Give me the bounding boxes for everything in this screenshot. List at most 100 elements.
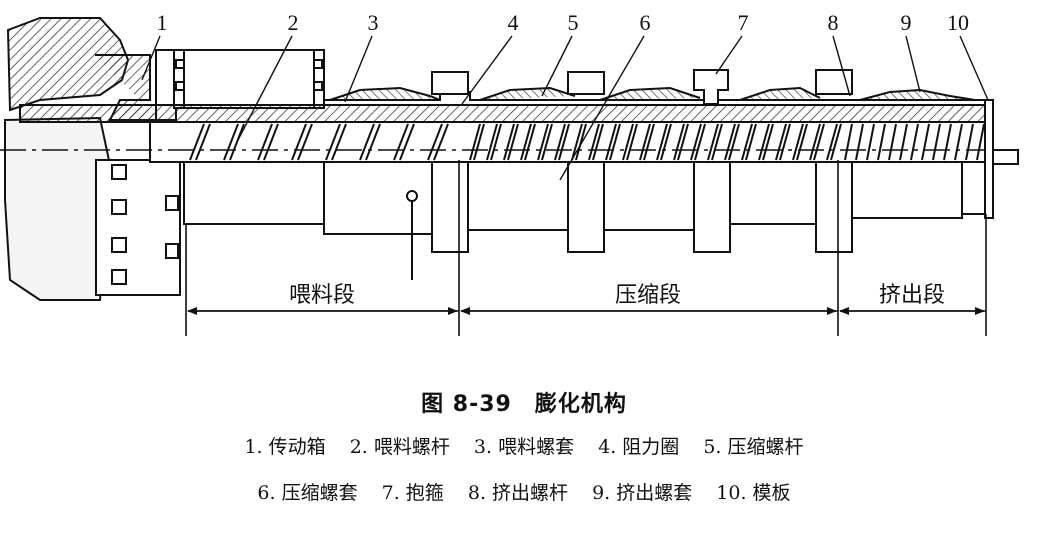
screw-flight <box>571 123 583 161</box>
legend-item-compression-sleeve: 6. 压缩螺套 <box>257 482 358 504</box>
callout-8: 8 <box>828 10 839 35</box>
screw-flight <box>826 123 838 161</box>
screw-flight <box>745 123 757 161</box>
legend-row-1: 1. 传动箱 2. 喂料螺杆 3. 喂料螺套 4. 阻力圈 5. 压缩螺杆 <box>0 432 1048 459</box>
screw-flight <box>257 123 273 161</box>
screw-flight <box>427 123 443 161</box>
screw-flight <box>433 123 449 161</box>
callout-6: 6 <box>640 10 651 35</box>
screw-flight <box>690 123 702 161</box>
screw-flight <box>223 123 239 161</box>
legend-item-compression-screw: 5. 压缩螺杆 <box>703 436 804 458</box>
screw-flight <box>291 123 307 161</box>
barrel-sleeves <box>19 86 986 123</box>
screw-flight <box>503 123 515 161</box>
lower-sleeves <box>183 161 986 280</box>
legend-item-clamp: 7. 抱箍 <box>381 482 444 504</box>
screw-flight <box>263 123 279 161</box>
section-dimension-lines <box>185 160 987 336</box>
callout-1: 1 <box>157 10 168 35</box>
screw-flight <box>524 123 536 161</box>
screw-flight <box>677 123 689 161</box>
screw-flight <box>393 123 409 161</box>
screw-flight <box>365 123 381 161</box>
screw-flight <box>855 123 864 161</box>
screw-flight <box>331 123 347 161</box>
screw-flight <box>943 123 952 161</box>
screw-flight <box>779 123 791 161</box>
legend-item-resistance-ring: 4. 阻力圈 <box>598 436 680 458</box>
screw-flight <box>694 123 706 161</box>
screw-flight <box>921 123 930 161</box>
screw-flight <box>626 123 638 161</box>
clamp-rings <box>431 69 853 105</box>
screw-flight <box>910 123 919 161</box>
screw-flight <box>588 123 600 161</box>
screw-flight <box>899 123 908 161</box>
screw-flight <box>622 123 634 161</box>
callout-4: 4 <box>508 10 519 35</box>
screw-flight <box>656 123 668 161</box>
callout-9: 9 <box>901 10 912 35</box>
extruder-cross-section-diagram: 喂料段 压缩段 挤出段 1 2 3 4 5 6 7 8 9 10 <box>0 10 1019 336</box>
screw-flight <box>399 123 415 161</box>
legend-item-feed-screw: 2. 喂料螺杆 <box>349 436 450 458</box>
screw-flight <box>639 123 651 161</box>
screw-flight <box>813 123 825 161</box>
screw-flight <box>473 123 485 161</box>
screw-flight <box>507 123 519 161</box>
screw-flight <box>724 123 736 161</box>
feed-hopper <box>173 49 325 109</box>
screw-flight <box>486 123 498 161</box>
screw-flight <box>537 123 549 161</box>
screw-flight <box>325 123 341 161</box>
screw-flight <box>554 123 566 161</box>
screw-flight <box>229 123 245 161</box>
screw-flight <box>792 123 804 161</box>
screw-flight <box>660 123 672 161</box>
callout-leaders <box>141 35 989 181</box>
screw-flight <box>877 123 886 161</box>
section-label-extrusion: 挤出段 <box>879 283 945 308</box>
screw-flight <box>609 123 621 161</box>
callout-5: 5 <box>568 10 579 35</box>
screw-flight <box>707 123 719 161</box>
section-label-feed: 喂料段 <box>289 283 355 308</box>
screw-flight <box>728 123 740 161</box>
legend-item-extrusion-screw: 8. 挤出螺杆 <box>467 482 569 504</box>
figure-caption-title: 图 8-39 膨化机构 <box>421 392 627 417</box>
legend-item-die-plate: 10. 模板 <box>716 482 791 504</box>
legend-row-2: 6. 压缩螺套 7. 抱箍 8. 挤出螺杆 9. 挤出螺套 10. 模板 <box>0 478 1048 505</box>
screw-shaft <box>0 99 1019 219</box>
screw-flight <box>575 123 587 161</box>
screw-flight <box>965 123 974 161</box>
screw-flight <box>195 123 211 161</box>
screw-flight <box>711 123 723 161</box>
screw-flight <box>954 123 963 161</box>
screw-flight <box>297 123 313 161</box>
screw-flight <box>643 123 655 161</box>
screw-flight <box>758 123 770 161</box>
screw-flight <box>189 123 205 161</box>
callout-7: 7 <box>738 10 749 35</box>
screw-flight <box>888 123 897 161</box>
screw-flight <box>520 123 532 161</box>
legend-item-feed-sleeve: 3. 喂料螺套 <box>473 436 575 458</box>
screw-flight <box>541 123 553 161</box>
screw-flight <box>809 123 821 161</box>
screw-flight <box>844 123 853 161</box>
section-label-compression: 压缩段 <box>615 283 681 308</box>
screw-flight <box>830 123 842 161</box>
callout-2: 2 <box>288 10 299 35</box>
screw-flight <box>741 123 753 161</box>
screw-flight <box>673 123 685 161</box>
screw-flight <box>592 123 604 161</box>
screw-flight <box>866 123 875 161</box>
screw-flight <box>558 123 570 161</box>
legend-item-drive-box: 1. 传动箱 <box>244 436 326 458</box>
callout-3: 3 <box>368 10 379 35</box>
legend-item-extrusion-sleeve: 9. 挤出螺套 <box>592 482 693 504</box>
callout-numbers: 1 2 3 4 5 6 7 8 9 10 <box>157 10 970 35</box>
screw-flight <box>469 123 481 161</box>
screw-flight <box>976 123 985 161</box>
